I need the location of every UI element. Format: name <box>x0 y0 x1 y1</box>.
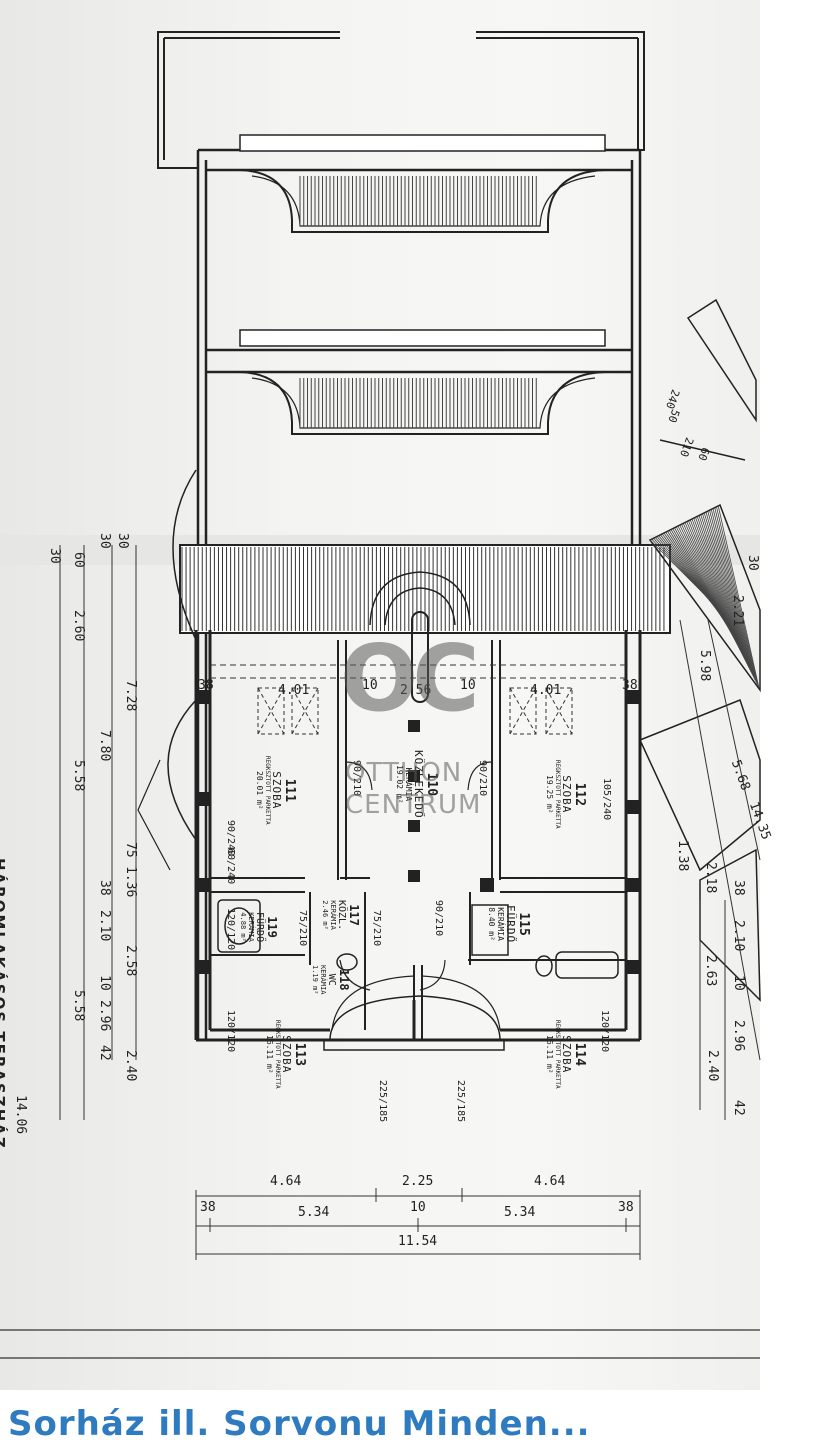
watermark-logo: OC <box>340 625 480 732</box>
dim-2-18: 2.18 <box>703 862 718 894</box>
dim-2-63: 2.63 <box>703 955 718 987</box>
room-118: 118 WC KERÁMIA 1.19 m² <box>311 965 351 995</box>
dim-38-wall-left: 38 <box>198 678 214 693</box>
dim-5-34-right: 5.34 <box>504 1205 536 1220</box>
floor-plan-scan: 14.06 30 60 2.60 5.58 5.58 30 30 7.80 38… <box>0 0 773 1390</box>
listing-heading-text: Sorház ill. Sorvonu Minden... <box>8 1404 591 1444</box>
dim-10-right: 10 <box>731 975 746 991</box>
opening-90-210-c: 90/210 <box>433 900 444 937</box>
opening-120-120-b: 120/120 <box>599 1010 610 1053</box>
room-113: 113 SZOBA REGKSZTOTT PARKETTA 16.11 m² <box>265 1020 307 1089</box>
room-112: 112 SZOBA REGKSZTOTT PARKETTA 19.25 m² <box>545 760 587 829</box>
dim-2-40-right: 2.40 <box>705 1050 720 1082</box>
dim-2-56: 2.56 <box>400 683 432 698</box>
right-dimension-lines <box>679 619 761 1120</box>
entry-steps <box>323 995 505 1051</box>
dim-42-right: 42 <box>731 1100 746 1116</box>
room-115: 115 FÜRDŐ KERÁMIA 8.40 m² <box>486 905 531 944</box>
dim-4-64-right: 4.64 <box>534 1174 566 1189</box>
opening-225-185-a: 225/185 <box>377 1080 388 1123</box>
dim-10-left: 10 <box>97 975 112 991</box>
opening-75-210-a: 75/210 <box>297 910 308 947</box>
opening-120-120-c: 120/120 <box>225 908 236 951</box>
dim-2-60: 2.60 <box>71 610 86 642</box>
dim-2-25: 2.25 <box>402 1174 434 1189</box>
dim-2-96-right: 2.96 <box>731 1020 746 1052</box>
opening-225-185-b: 225/185 <box>455 1080 466 1123</box>
dim-42-left: 42 <box>97 1045 112 1061</box>
dim-60: 60 <box>71 552 86 568</box>
dim-2-10-left: 2.10 <box>97 910 112 942</box>
opening-105-240: 105/240 <box>601 778 612 821</box>
dim-30-right: 30 <box>745 555 760 571</box>
dim-2-58: 2.58 <box>123 945 138 977</box>
pergola-band <box>179 544 671 634</box>
dim-38-right: 38 <box>731 880 746 896</box>
dim-4-01-left: 4.01 <box>278 683 310 698</box>
room-114: 114 SZOBA REGKSZTOTT PARKETTA 16.11 m² <box>545 1020 587 1089</box>
wall-piers <box>196 690 640 974</box>
dim-2-40-left: 2.40 <box>123 1050 138 1082</box>
watermark-line2: CENTRUM <box>345 790 482 820</box>
stair-flight-1 <box>239 134 606 233</box>
dim-75-left: 75 <box>123 842 138 858</box>
watermark-line1: OTTHON <box>345 758 463 788</box>
dim-10-bottom: 10 <box>410 1200 426 1215</box>
total-length-dim: 14.06 <box>13 1095 28 1135</box>
title-block-lines <box>0 1329 760 1359</box>
dim-30-a: 30 <box>47 548 62 564</box>
skylights <box>210 664 626 735</box>
opening-120-120-a: 120/120 <box>225 1010 236 1053</box>
dim-4-01-right: 4.01 <box>530 683 562 698</box>
fixtures <box>217 899 619 979</box>
dim-38-bottom-right: 38 <box>618 1200 634 1215</box>
opening-75-210-b: 75/210 <box>371 910 382 947</box>
listing-heading: Sorház ill. Sorvonu Minden... <box>0 1396 816 1444</box>
interior-walls <box>210 640 626 1040</box>
bottom-dimension-lines <box>195 1188 641 1260</box>
dim-7-80: 7.80 <box>97 730 112 762</box>
stair-flight-2 <box>239 329 606 435</box>
spiral-stair <box>369 571 471 703</box>
dim-2-21: 2.21 <box>730 595 745 627</box>
dim-1-38: 1.38 <box>675 840 690 872</box>
dim-5-98: 5.98 <box>697 650 712 682</box>
floor-plan-drawing <box>0 31 761 1359</box>
room-119: 119 FÜRDŐ KERÁMIA 4.88 m² <box>239 912 279 943</box>
dim-30-c: 30 <box>115 533 130 549</box>
dim-5-58-a: 5.58 <box>71 760 86 792</box>
dim-2-10-right: 2.10 <box>731 920 746 952</box>
opening-60-240: 60/240 <box>225 848 236 885</box>
dim-1-36: 1.36 <box>123 866 138 898</box>
dim-5-58-b: 5.58 <box>71 990 86 1022</box>
room-117: 117 KÖZL. KERÁMIA 2.46 m² <box>321 900 361 931</box>
dim-2-96-left: 2.96 <box>97 1000 112 1032</box>
dim-38-wall-right: 38 <box>622 678 638 693</box>
drawing-title: HÁROMLAKÁSOS TERASZHÁZ <box>0 858 8 1150</box>
dim-4-64-left: 4.64 <box>270 1174 302 1189</box>
dim-10-b: 10 <box>460 678 476 693</box>
room-111: 111 SZOBA REGKSZTOTT PARKETTA 20.01 m² <box>255 756 297 825</box>
dim-38-bottom-left: 38 <box>200 1200 216 1215</box>
dim-30-b: 30 <box>97 533 112 549</box>
dim-11-54: 11.54 <box>398 1234 438 1249</box>
left-dimension-lines <box>59 545 137 1120</box>
doors <box>137 759 501 1041</box>
dim-7-28: 7.28 <box>123 680 138 712</box>
dim-10-a: 10 <box>362 678 378 693</box>
dim-5-34-left: 5.34 <box>298 1205 330 1220</box>
dim-38-left: 38 <box>97 880 112 896</box>
